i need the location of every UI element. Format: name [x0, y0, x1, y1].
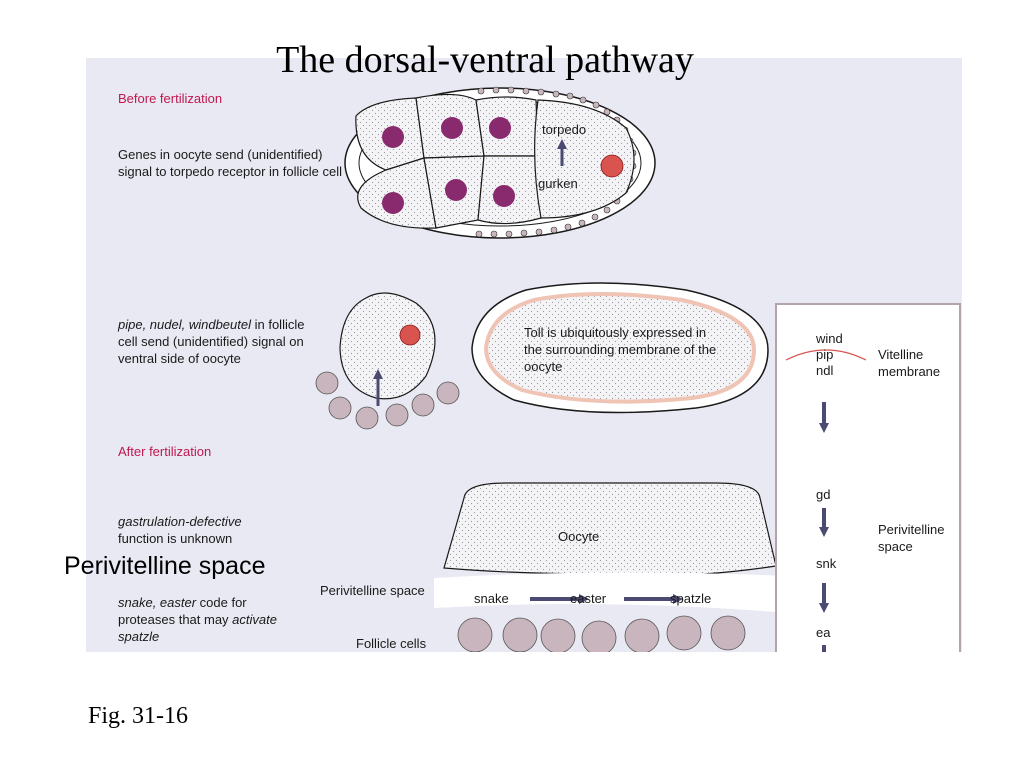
sidebar-gene-ndl: ndl	[816, 363, 834, 378]
snake-easter-genes: snake, easter	[118, 595, 197, 610]
sidebar-gene-gd: gd	[816, 487, 831, 502]
perivitelline-space-overlay-label: Perivitelline space	[64, 552, 266, 580]
follicle-cells-bottom	[457, 615, 746, 652]
toll-text: Toll is ubiquitously expressed in the su…	[524, 325, 717, 374]
follicle-cells-label: Follicle cells	[356, 636, 427, 651]
follicle-cells-mid	[315, 371, 460, 430]
pathway-sidebar	[775, 303, 961, 652]
egg-chamber: torpedo gurken	[344, 86, 656, 239]
figure-illustration: torpedo gurken	[315, 86, 961, 652]
ventral-signal-diagram	[315, 292, 460, 430]
gd-desc: function is unknown	[118, 531, 233, 546]
vitelline-membrane-line	[785, 349, 867, 361]
before-fertilization-heading: Before fertilization	[118, 91, 223, 106]
pipe-nudel-genes: pipe, nudel, windbeutel	[118, 317, 251, 332]
sidebar-gene-snk: snk	[816, 556, 837, 571]
pipe-nudel-text: pipe, nudel, windbeutel in follicle cell…	[118, 316, 318, 367]
perivitelline-band	[434, 572, 788, 613]
cascade-easter: easter	[570, 591, 607, 606]
snake-easter-text: snake, easter code for proteases that ma…	[118, 594, 298, 645]
gd-text: gastrulation-defective function is unkno…	[118, 513, 318, 547]
sidebar-gene-pip: pip	[816, 347, 834, 362]
oocyte-nucleus	[600, 154, 624, 178]
figure-caption: Fig. 31-16	[88, 703, 189, 729]
figure-panel: torpedo gurken	[86, 58, 962, 652]
gd-gene: gastrulation-defective	[118, 514, 242, 529]
sidebar-gene-ea: ea	[816, 625, 831, 640]
after-fertilization-heading: After fertilization	[118, 444, 212, 459]
perivitelline-space-label: Perivitelline space	[320, 583, 425, 598]
gurken-label: gurken	[538, 176, 578, 191]
before-fertilization-text: Genes in oocyte send (unidentified) sign…	[118, 147, 343, 179]
sidebar-perivitelline-label: Perivitelline space	[878, 522, 945, 554]
sidebar-vitelline-label: Vitelline membrane	[878, 347, 941, 379]
torpedo-label: torpedo	[542, 122, 586, 137]
nurse-cells	[355, 93, 542, 229]
oocyte-label: Oocyte	[558, 529, 600, 544]
pipe-nudel-desc: in follicle cell send (unidentified) sig…	[118, 317, 305, 366]
snake-easter-desc: code for proteases that may	[118, 595, 247, 627]
cascade-spatzle: spatzle	[670, 591, 712, 606]
snake-easter-activate: activate spatzle	[118, 612, 277, 644]
sidebar-gene-wind: wind	[816, 331, 843, 346]
cascade-snake: snake	[474, 591, 509, 606]
fertilized-egg-diagram	[434, 482, 788, 652]
slide-title: The dorsal-ventral pathway	[276, 39, 694, 81]
oocyte	[534, 99, 635, 219]
toll-membrane-diagram	[471, 282, 769, 414]
